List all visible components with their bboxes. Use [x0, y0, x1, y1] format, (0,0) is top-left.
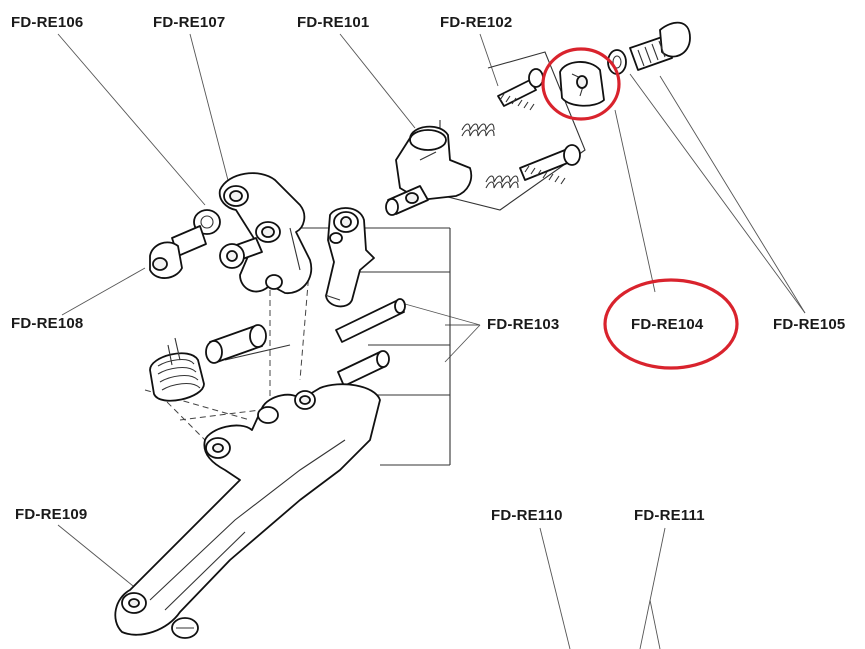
part-fd-re101	[385, 125, 473, 216]
label-fd-re102: FD-RE102	[440, 14, 513, 31]
label-fd-re110: FD-RE110	[491, 507, 563, 524]
part-fd-re105-bolt	[607, 21, 691, 75]
part-fd-re102	[461, 68, 581, 189]
part-fd-re104	[559, 61, 605, 107]
label-fd-re111: FD-RE111	[634, 507, 705, 524]
highlight-circle-label	[603, 278, 739, 370]
part-fd-re103-pins	[205, 298, 406, 387]
part-fd-re109-cage	[114, 383, 381, 639]
label-fd-re107: FD-RE107	[153, 14, 226, 31]
label-fd-re108: FD-RE108	[11, 315, 84, 332]
label-fd-re106: FD-RE106	[11, 14, 84, 31]
leader-lines	[57, 33, 806, 649]
highlight-circle-part	[541, 47, 621, 121]
label-fd-re105: FD-RE105	[773, 316, 846, 333]
part-spring	[149, 337, 205, 402]
label-fd-re109: FD-RE109	[15, 506, 88, 523]
part-fd-re107	[218, 172, 313, 294]
part-inner-link	[324, 207, 375, 308]
label-fd-re104: FD-RE104	[631, 316, 704, 333]
label-fd-re101: FD-RE101	[297, 14, 370, 31]
label-fd-re103: FD-RE103	[487, 316, 560, 333]
part-fd-re108-bolts	[149, 225, 263, 279]
highlight-marks	[541, 47, 739, 370]
